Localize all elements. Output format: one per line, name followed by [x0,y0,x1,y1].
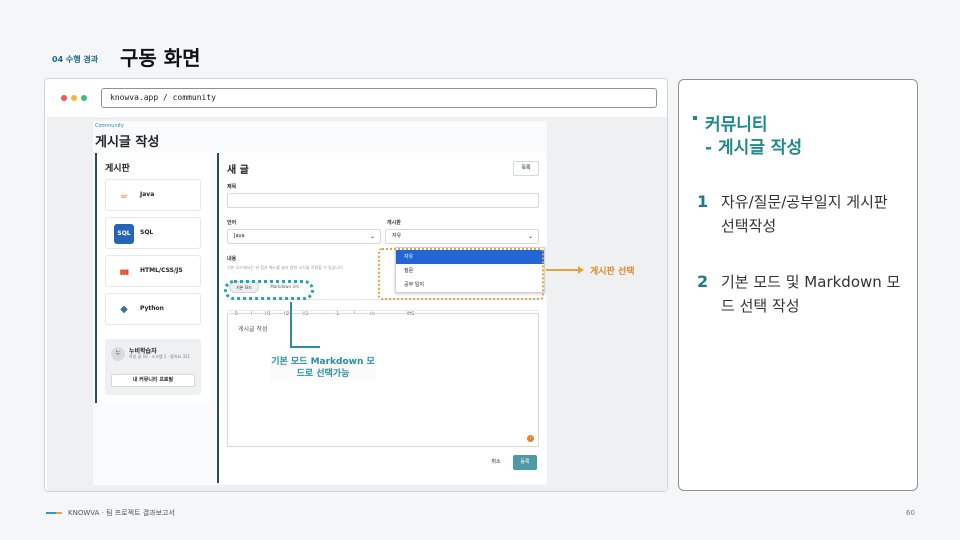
minimize-window-dot[interactable] [71,95,77,101]
app-page: Community 게시글 작성 게시판 ☕ Java SQL SQL ▮▮▮ … [93,121,547,485]
python-icon: ◆ [120,304,128,315]
sql-icon: SQL [114,224,134,244]
mode-tabs-highlight [224,280,314,300]
language-value: Java [234,233,245,239]
browser-titlebar: knowva.app / community [45,79,667,117]
arrow-head-icon [578,266,584,274]
maximize-window-dot[interactable] [81,95,87,101]
footer-text: KNOWVA · 팀 프로젝트 결과보고서 [68,509,175,517]
browser-window: knowva.app / community Community 게시글 작성 … [44,78,668,492]
section-tag: 04 수행 경과 [52,55,99,64]
point-number: 2 [697,272,709,291]
board-option-free[interactable]: 자유 [396,250,544,264]
board-select-arrow [546,269,580,271]
close-window-dot[interactable] [61,95,67,101]
user-card: 누 누비학습자 작성 글 10 · 스크랩 1 · 좋아요 311 내 커뮤니티… [105,339,201,395]
point-text: 기본 모드 및 Markdown 모드 선택 작성 [721,273,901,315]
title-label: 제목 [227,184,237,190]
board-sidebar: 게시판 ☕ Java SQL SQL ▮▮▮ HTML/CSS/JS ◆ Pyt… [95,153,211,403]
point-text: 자유/질문/공부일지 게시판 선택작성 [721,193,888,235]
editor-heading: 새 글 [227,165,249,176]
sidebar-item-label: HTML/CSS/JS [140,267,183,274]
mode-annotation-line [290,346,320,348]
mode-select-annotation: 기본 모드 Markdown 모드로 선택가능 [270,356,376,380]
address-bar[interactable]: knowva.app / community [101,88,657,108]
chevron-down-icon: ⌄ [527,233,533,240]
language-select[interactable]: Java ⌄ [227,229,381,244]
bullet-icon [693,116,697,120]
sidebar-item-python[interactable]: ◆ Python [105,293,201,325]
post-editor: 새 글 목록 제목 언어 Java ⌄ 게시판 자유 ⌄ 내용 기본 모드에서는… [217,153,545,483]
warning-icon: ! [527,435,534,442]
content-textarea[interactable]: 게시글 작성 ! [227,313,539,447]
sidebar-item-label: SQL [140,229,154,236]
board-label: 게시판 [387,220,401,226]
submit-button[interactable]: 등록 [513,455,537,470]
board-dropdown: 자유 질문 공부 일지 [395,247,545,293]
content-placeholder: 게시글 작성 [238,326,268,333]
panel-heading-line1: 커뮤니티 [705,115,768,135]
sidebar-heading: 게시판 [105,164,130,174]
content-hint: 기본 모드에서는 위 옵션 메뉴를 눌러 원한 서식을 적용할 수 있습니다 [227,265,343,270]
board-value: 자유 [392,233,402,239]
sidebar-item-java[interactable]: ☕ Java [105,179,201,211]
board-option-question[interactable]: 질문 [404,268,414,274]
chevron-down-icon: ⌄ [369,233,375,240]
user-stats: 작성 글 10 · 스크랩 1 · 좋아요 311 [129,354,191,359]
user-name: 누비학습자 [129,348,157,355]
point-number: 1 [697,192,709,211]
sidebar-item-sql[interactable]: SQL SQL [105,217,201,249]
app-page-title: 게시글 작성 [95,135,160,150]
page-number: 60 [906,509,915,517]
summary-panel: 커뮤니티 - 게시글 작성 1 자유/질문/공부일지 게시판 선택작성 2 기본… [678,79,918,491]
avatar: 누 [111,347,125,361]
footer-accent [56,512,62,514]
list-button[interactable]: 목록 [513,161,539,176]
tab-markdown-mode[interactable]: Markdown 모드 [270,284,300,289]
my-profile-button[interactable]: 내 커뮤니티 프로필 [111,374,195,387]
content-label: 내용 [227,256,237,262]
board-select-annotation: 게시판 선택 [590,267,635,277]
board-select-highlight [378,248,544,300]
footer-accent [46,512,62,514]
language-label: 언어 [227,220,237,226]
board-option-study-log[interactable]: 공부 일지 [404,282,424,288]
panel-heading: 커뮤니티 - 게시글 작성 [705,114,802,160]
sidebar-item-label: Python [140,305,164,312]
sidebar-item-html-css-js[interactable]: ▮▮▮ HTML/CSS/JS [105,255,201,287]
panel-heading-line2: - 게시글 작성 [705,138,803,158]
title-input[interactable] [227,193,539,208]
cancel-button[interactable]: 취소 [491,459,501,465]
format-toolbar: B I H1 H2 H3 • 1. " </> — IMG [227,299,539,316]
browser-viewport: Community 게시글 작성 게시판 ☕ Java SQL SQL ▮▮▮ … [47,117,667,491]
sidebar-item-label: Java [140,191,155,198]
html-css-js-icon: ▮▮▮ [119,268,130,276]
java-icon: ☕ [119,190,129,201]
breadcrumb[interactable]: Community [95,123,124,129]
page-title: 구동 화면 [120,46,201,70]
mode-annotation-line [290,302,292,348]
board-select[interactable]: 자유 ⌄ [385,229,539,244]
